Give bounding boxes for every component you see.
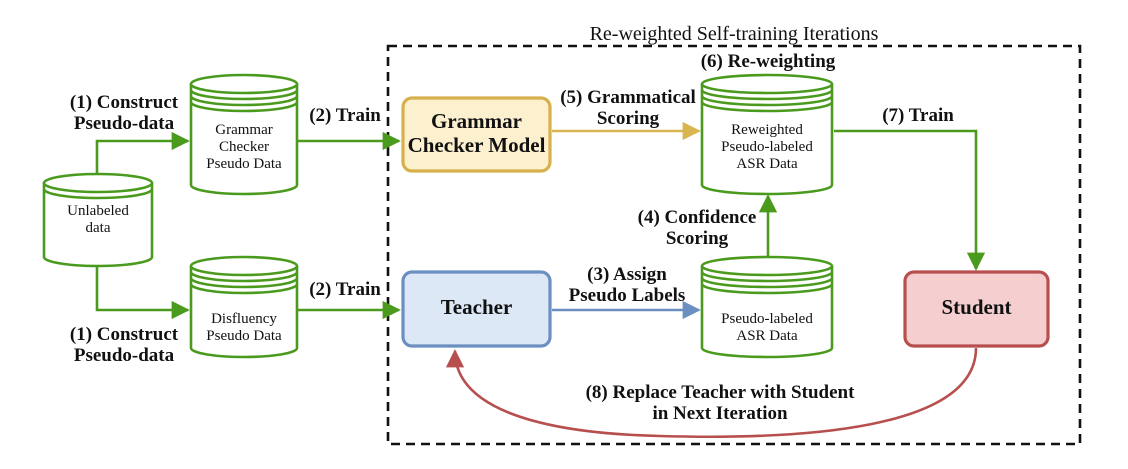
grammar-checker-model-label: Grammar Checker Model	[407, 109, 546, 157]
confidence-label: (4) Confidence Scoring	[637, 207, 757, 250]
grammatical-label: (5) Grammatical Scoring	[560, 87, 696, 130]
edge-unlabeled-to-disfluency-pseudo	[95, 266, 190, 320]
frame-title: Re-weighted Self-training Iterations	[589, 23, 879, 45]
replace-label: (8) Replace Teacher with Student in Next…	[585, 382, 855, 425]
disfluency-pseudo-data-cylinder	[189, 255, 299, 359]
reweighted-data-label: Reweighted Pseudo-labeled ASR Data	[721, 122, 813, 172]
reweighted-data-cylinder	[700, 73, 834, 196]
iteration-frame	[386, 44, 1082, 446]
train-student-label: (7) Train	[882, 105, 954, 126]
reweighting-label: (6) Re-weighting	[700, 51, 836, 72]
teacher-box	[401, 270, 552, 348]
grammar-checker-pseudo-data-cylinder	[189, 73, 299, 196]
student-label: Student	[941, 295, 1012, 319]
grammar-checker-model-box	[401, 96, 552, 173]
edge-reweighted-to-student	[834, 129, 986, 271]
construct-bottom-label: (1) Construct Pseudo-data	[69, 324, 179, 367]
grammar-pseudo-data-label: Grammar Checker Pseudo Data	[206, 122, 282, 172]
pseudo-labeled-data-label: Pseudo-labeled ASR Data	[721, 311, 813, 344]
assign-label: (3) Assign Pseudo Labels	[568, 264, 686, 307]
disfluency-pseudo-data-label: Disfluency Pseudo Data	[206, 311, 282, 344]
construct-top-label: (1) Construct Pseudo-data	[69, 92, 179, 135]
pseudo-labeled-data-cylinder	[700, 255, 834, 359]
student-box	[903, 270, 1050, 348]
train-top-label: (2) Train	[309, 105, 381, 126]
edge-unlabeled-to-grammar-pseudo	[95, 131, 190, 174]
unlabeled-data-label: Unlabeled data	[67, 203, 129, 236]
unlabeled-data-cylinder	[42, 172, 154, 268]
teacher-label: Teacher	[440, 295, 513, 319]
train-bottom-label: (2) Train	[309, 279, 381, 300]
edge-student-to-teacher	[445, 347, 978, 439]
